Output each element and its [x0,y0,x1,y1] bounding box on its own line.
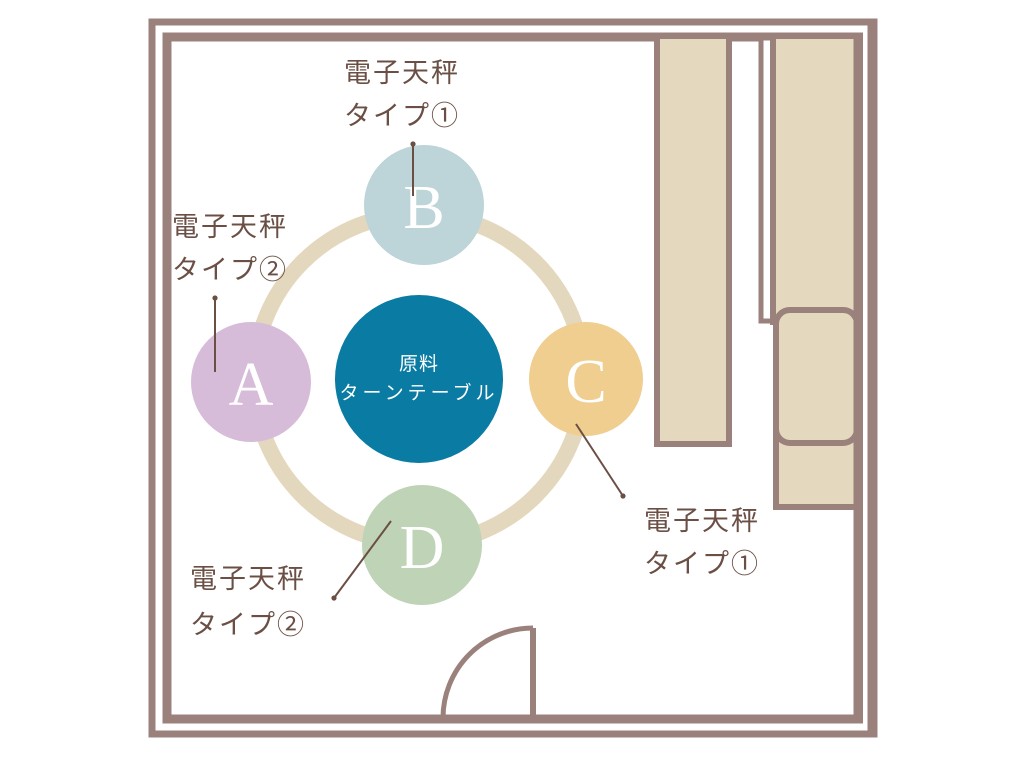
label-a-line2: タイプ② [172,255,288,285]
counter-right-bottom [773,307,860,446]
label-b-line2: タイプ① [344,101,460,131]
counter-right-top [770,33,860,325]
counter-left [654,33,732,447]
center-hub-label-line1: 原料 [399,353,439,375]
station-b-circle[interactable] [364,145,484,265]
furniture-group [654,22,875,734]
leader-dot-a [212,295,218,301]
door-swing [440,625,536,719]
station-a-circle[interactable] [191,322,311,442]
station-c-circle[interactable] [529,322,643,436]
label-station-b: 電子天秤 タイプ① [344,58,460,131]
label-d-line2: タイプ② [190,610,306,640]
label-c-line1: 電子天秤 [644,506,760,536]
center-hub-circle[interactable] [335,295,503,463]
leader-dot-b [410,141,416,147]
label-a-line1: 電子天秤 [172,212,288,242]
station-b[interactable]: B [364,145,484,265]
label-station-c: 電子天秤 タイプ① [644,506,760,579]
station-a-letter: A [229,351,274,419]
label-c-line2: タイプ① [644,549,760,579]
station-d-letter: D [400,514,445,582]
door-arc [440,625,534,719]
label-d-line1: 電子天秤 [190,564,306,594]
center-hub-label-line2: ターンテーブル [340,381,499,404]
station-c[interactable]: C [529,322,643,436]
station-d[interactable]: D [362,485,482,605]
station-c-letter: C [565,348,606,416]
leader-line-c [575,423,624,497]
station-a[interactable]: A [191,322,311,442]
label-b-line1: 電子天秤 [344,58,460,88]
leader-dot-c [620,493,626,499]
leader-line-d [333,520,392,599]
leader-dot-d [331,595,337,601]
center-hub[interactable]: 原料 ターンテーブル [335,295,503,463]
label-station-d: 電子天秤 タイプ② [190,564,306,640]
leader-lines [212,141,626,601]
label-station-a: 電子天秤 タイプ② [172,212,288,285]
station-b-letter: B [403,174,444,242]
station-d-circle[interactable] [362,485,482,605]
